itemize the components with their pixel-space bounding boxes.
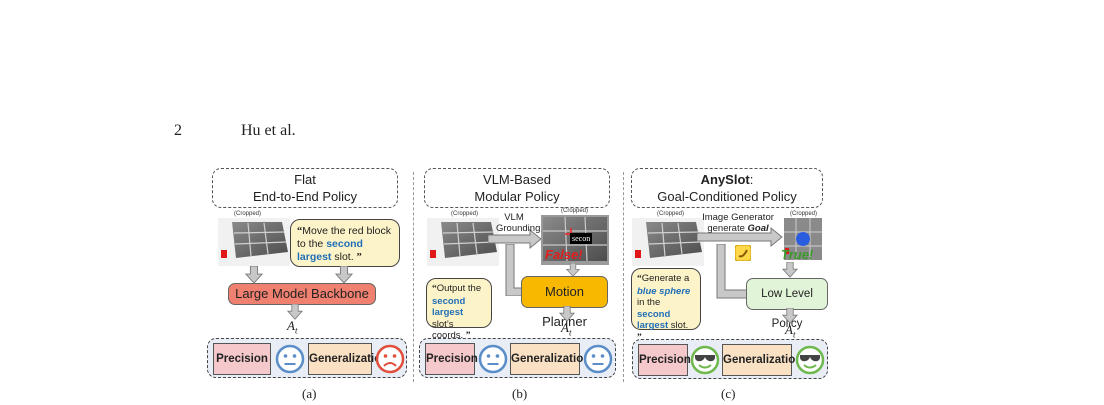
goal-image bbox=[784, 218, 822, 260]
blue-sphere-icon bbox=[796, 232, 810, 246]
generalization-label: Generalization bbox=[510, 343, 590, 375]
tray-image bbox=[218, 218, 290, 266]
grounding-overlay-text: secon bbox=[570, 233, 593, 244]
caption-a: (a) bbox=[302, 386, 317, 401]
instruction-bubble-a: “Move the red block to the second larges… bbox=[290, 219, 400, 267]
precision-label: Precision bbox=[638, 344, 691, 376]
connector-arrow bbox=[505, 244, 524, 296]
banana-icon bbox=[735, 245, 751, 261]
evaluation-box-b: Precision Generalization bbox=[419, 338, 616, 378]
panel-a-title-line1: Flat bbox=[294, 172, 316, 187]
generalization-label: Generalization bbox=[722, 344, 802, 376]
cropped-label: (Cropped) bbox=[657, 211, 685, 217]
down-arrow bbox=[564, 263, 582, 277]
instruction-bubble-c: “Generate a blue sphere in the second la… bbox=[631, 268, 701, 343]
precision-label: Precision bbox=[213, 343, 271, 375]
panel-c-title-line2: Goal-Conditioned Policy bbox=[657, 189, 797, 204]
instruction-bubble-b: “Output the second largest slot’s coords… bbox=[426, 278, 492, 341]
cropped-label: (Cropped) bbox=[234, 211, 262, 217]
neutral-face-icon bbox=[478, 344, 508, 374]
low-level-policy: Low Level Policy bbox=[746, 278, 828, 330]
action-label-b: At bbox=[561, 320, 572, 338]
down-arrow bbox=[781, 262, 799, 278]
vlm-grounding-arrow bbox=[488, 228, 542, 250]
evaluation-box-a: Precision Generalization bbox=[207, 338, 407, 378]
caption-c: (c) bbox=[721, 386, 736, 401]
running-authors: Hu et al. bbox=[241, 122, 296, 139]
red-block-icon bbox=[430, 250, 436, 258]
red-block-icon bbox=[221, 250, 227, 258]
panel-divider bbox=[623, 172, 624, 382]
caption-b: (b) bbox=[512, 386, 528, 401]
sad-face-icon bbox=[375, 344, 405, 374]
down-arrow bbox=[334, 266, 354, 284]
cropped-label: (Cropped) bbox=[451, 211, 479, 217]
image-generator-label: Image Generator generate Goal bbox=[702, 212, 774, 234]
neutral-face-icon bbox=[275, 344, 305, 374]
action-label-c: At bbox=[785, 322, 796, 340]
panel-b-title: VLM-Based Modular Policy bbox=[424, 168, 610, 208]
image-generator-arrow bbox=[697, 226, 783, 248]
cropped-label: (Cropped) bbox=[561, 208, 589, 214]
large-model-backbone: Large Model Backbone bbox=[228, 283, 376, 305]
false-label: False! bbox=[545, 247, 583, 262]
red-block-icon bbox=[635, 250, 641, 258]
tray-image bbox=[427, 218, 499, 266]
evaluation-box-c: Precision Generalization bbox=[632, 339, 828, 379]
cropped-label: (Cropped) bbox=[790, 211, 818, 217]
panel-b-title-line2: Modular Policy bbox=[474, 189, 560, 204]
neutral-face-icon bbox=[583, 344, 613, 374]
generalization-label: Generalization bbox=[308, 343, 388, 375]
connector-arrow bbox=[716, 244, 747, 299]
panel-divider bbox=[413, 172, 414, 382]
true-label: True! bbox=[781, 247, 814, 262]
cool-face-icon bbox=[795, 345, 825, 375]
motion-planner: Motion Planner bbox=[521, 276, 608, 329]
precision-label: Precision bbox=[425, 343, 478, 375]
panel-a-title-line2: End-to-End Policy bbox=[252, 189, 358, 204]
panel-c-title-line1: AnySlot: bbox=[700, 172, 754, 187]
panel-c-title: AnySlot: Goal-Conditioned Policy bbox=[631, 168, 823, 208]
tray-image bbox=[632, 218, 704, 266]
action-label-a: At bbox=[287, 318, 298, 336]
cool-face-icon bbox=[690, 345, 720, 375]
down-arrow bbox=[244, 266, 264, 284]
page-number: 2 bbox=[174, 122, 182, 139]
panel-b-title-line1: VLM-Based bbox=[483, 172, 551, 187]
vlm-grounding-label: VLM Grounding bbox=[496, 212, 541, 234]
panel-a-title: Flat End-to-End Policy bbox=[212, 168, 398, 208]
